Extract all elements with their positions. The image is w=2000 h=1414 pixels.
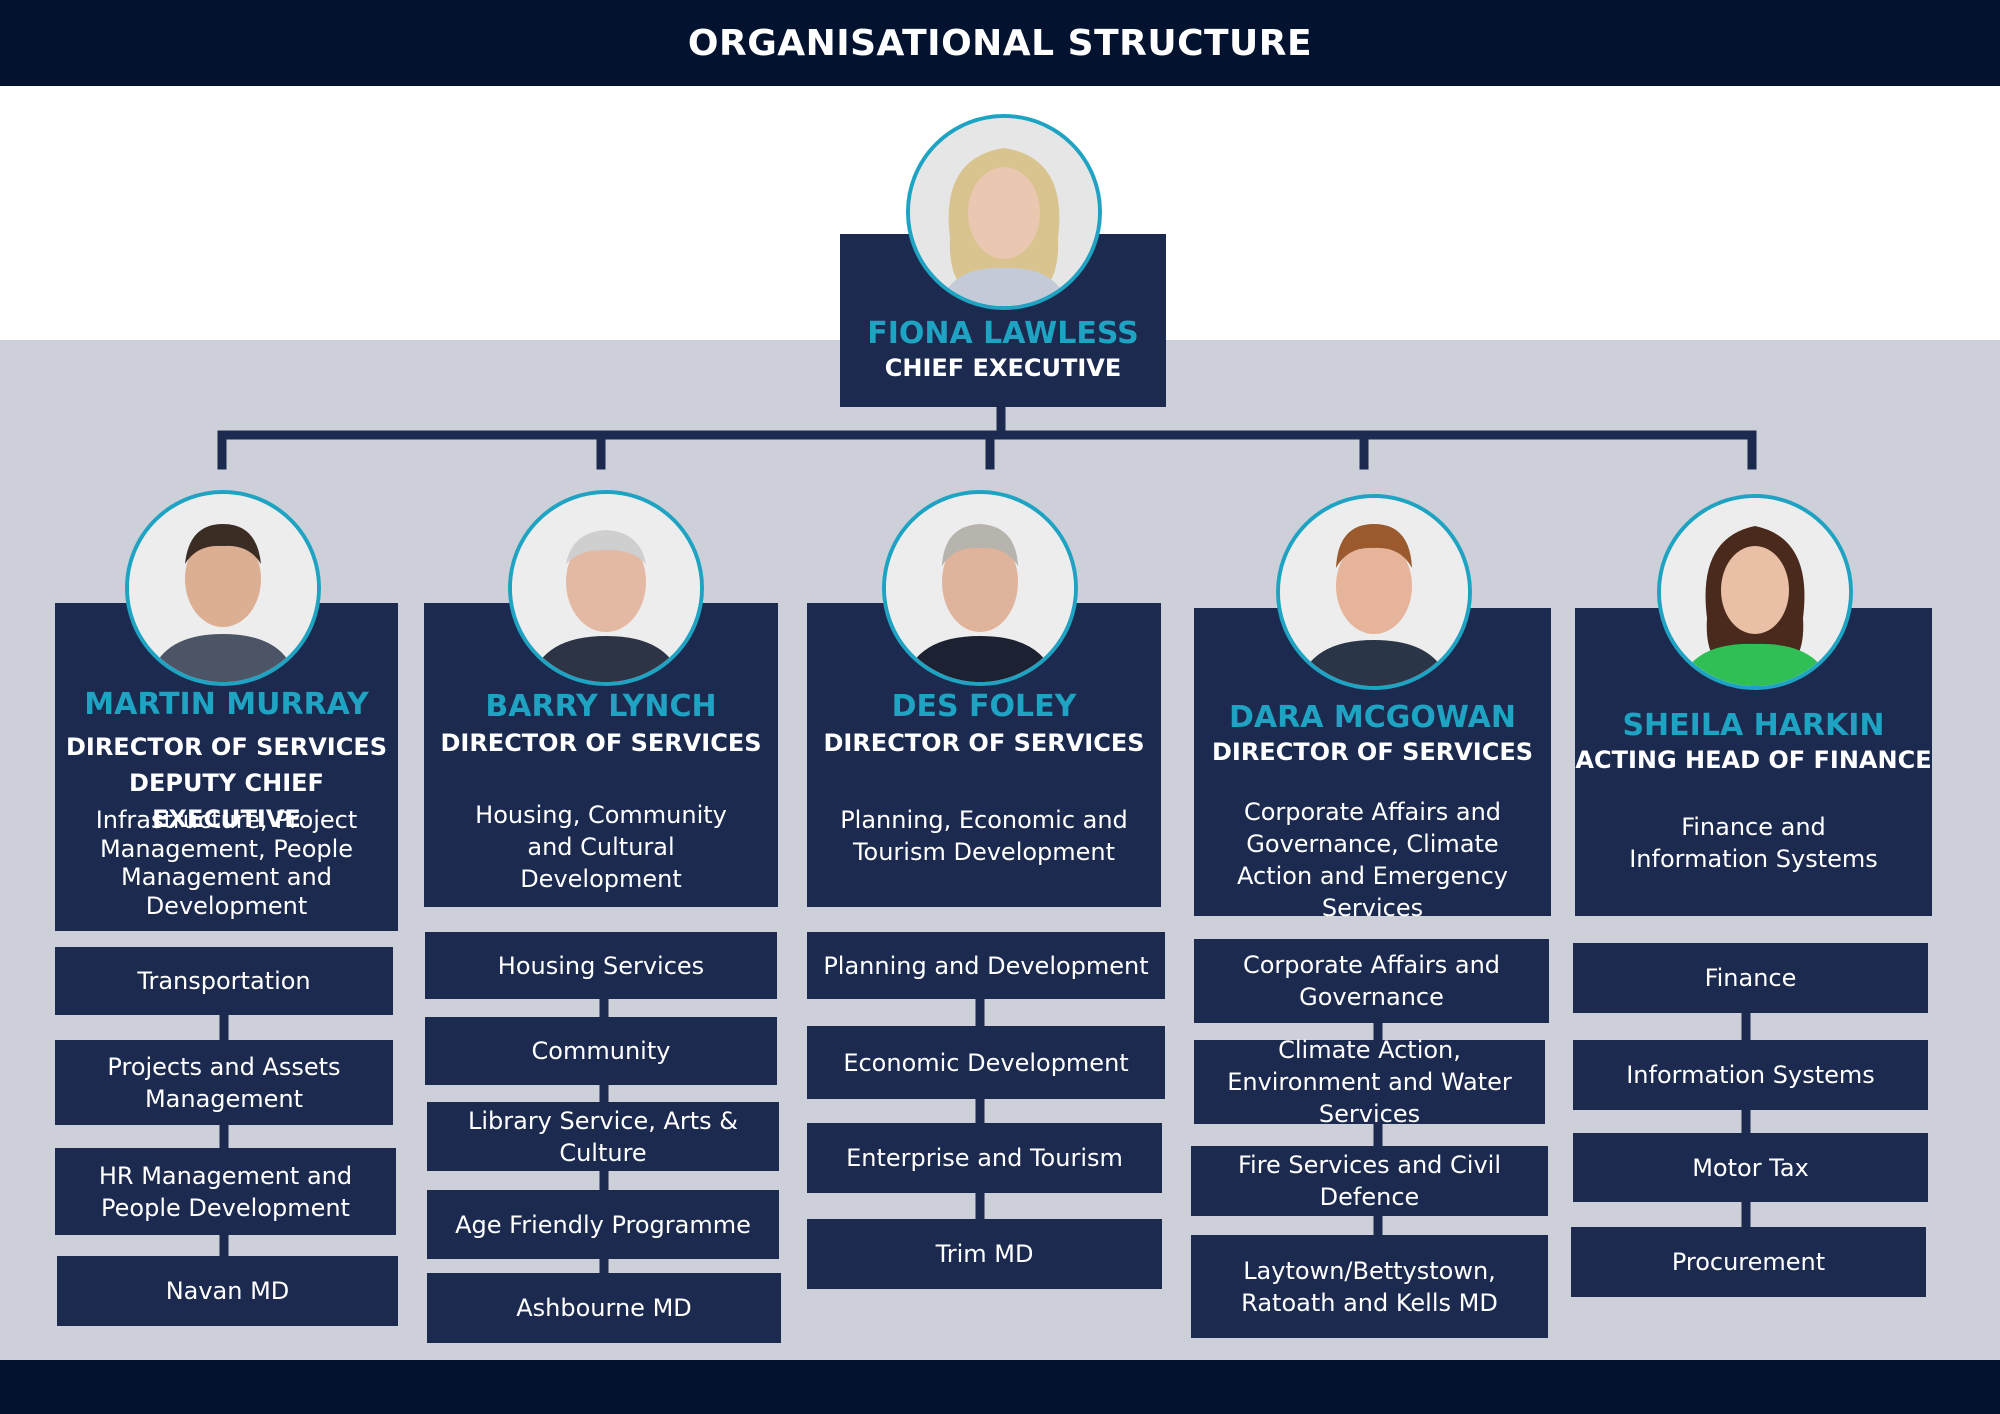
- unit-box: Library Service, Arts & Culture: [427, 1102, 779, 1171]
- unit-label: HR Management and People Development: [98, 1161, 353, 1222]
- director-portfolio: Finance and Information Systems: [1629, 813, 1878, 873]
- unit-box: Laytown/Bettystown, Ratoath and Kells MD: [1191, 1235, 1548, 1338]
- director-name: MARTIN MURRAY: [84, 687, 369, 722]
- portrait-icon: [1661, 498, 1849, 686]
- unit-label: Corporate Affairs and Governance: [1242, 951, 1501, 1011]
- unit-box: Climate Action, Environment and Water Se…: [1194, 1036, 1545, 1128]
- unit-box: Fire Services and Civil Defence: [1191, 1146, 1548, 1216]
- unit-box: Housing Services: [425, 932, 777, 999]
- director-photo: [1657, 494, 1853, 690]
- unit-label: Enterprise and Tourism: [846, 1144, 1123, 1172]
- director-portfolio: Housing, Community and Cultural Developm…: [475, 801, 727, 893]
- chief-photo: [906, 114, 1102, 310]
- unit-box: Finance: [1573, 943, 1928, 1013]
- unit-label: Housing Services: [497, 951, 705, 980]
- unit-box: HR Management and People Development: [55, 1148, 396, 1235]
- unit-label: Information Systems: [1626, 1061, 1875, 1089]
- unit-label: Finance: [1704, 964, 1797, 992]
- portrait-icon: [129, 494, 317, 682]
- footer-bar: [0, 1360, 2000, 1414]
- director-portfolio: Infrastructure, Project Management, Peop…: [95, 806, 358, 920]
- unit-label: Climate Action, Environment and Water Se…: [1227, 1036, 1512, 1128]
- director-role: DIRECTOR OF SERVICES: [440, 729, 762, 757]
- director-role: DIRECTOR OF SERVICES: [1211, 738, 1534, 766]
- portrait-icon: [886, 494, 1074, 682]
- unit-label: Navan MD: [165, 1277, 290, 1305]
- unit-box: Enterprise and Tourism: [807, 1123, 1162, 1193]
- chief-role: CHIEF EXECUTIVE: [884, 354, 1122, 382]
- chief-name: FIONA LAWLESS: [867, 316, 1139, 351]
- unit-box: Age Friendly Programme: [427, 1190, 779, 1259]
- director-portfolio: Planning, Economic and Tourism Developme…: [840, 806, 1128, 866]
- unit-label: Laytown/Bettystown, Ratoath and Kells MD: [1241, 1256, 1498, 1317]
- unit-box: Navan MD: [57, 1256, 398, 1326]
- unit-box: Planning and Development: [807, 932, 1165, 999]
- unit-box: Projects and Assets Management: [55, 1040, 393, 1125]
- unit-label: Projects and Assets Management: [107, 1052, 341, 1113]
- unit-label: Fire Services and Civil Defence: [1237, 1151, 1502, 1211]
- unit-label: Age Friendly Programme: [455, 1210, 751, 1239]
- unit-label: Planning and Development: [823, 951, 1149, 980]
- director-role-secondary: DEPUTY CHIEF EXECUTIVE: [129, 769, 324, 833]
- portrait-icon: [1280, 498, 1468, 686]
- portrait-icon: [910, 118, 1098, 306]
- director-role: DIRECTOR OF SERVICES: [65, 733, 388, 761]
- unit-box: Procurement: [1571, 1227, 1926, 1297]
- unit-box: Corporate Affairs and Governance: [1194, 939, 1549, 1023]
- unit-box: Economic Development: [807, 1026, 1165, 1099]
- director-photo: [125, 490, 321, 686]
- director-name: SHEILA HARKIN: [1622, 708, 1885, 743]
- header-bar: ORGANISATIONAL STRUCTURE: [0, 0, 2000, 86]
- unit-box: Trim MD: [807, 1219, 1162, 1289]
- unit-box: Motor Tax: [1573, 1133, 1928, 1202]
- unit-label: Transportation: [137, 967, 311, 995]
- unit-label: Ashbourne MD: [516, 1294, 692, 1322]
- director-role: DIRECTOR OF SERVICES: [823, 729, 1145, 757]
- portrait-icon: [512, 494, 700, 682]
- unit-box: Information Systems: [1573, 1040, 1928, 1110]
- director-portfolio: Corporate Affairs and Governance, Climat…: [1237, 798, 1508, 922]
- director-card-dara-mcgowan: DARA MCGOWAN DIRECTOR OF SERVICES Corpor…: [1194, 608, 1551, 922]
- unit-label: Community: [531, 1037, 671, 1065]
- director-photo: [882, 490, 1078, 686]
- director-name: DARA MCGOWAN: [1229, 700, 1516, 735]
- director-photo: [508, 490, 704, 686]
- unit-label: Procurement: [1671, 1248, 1826, 1276]
- director-role: ACTING HEAD OF FINANCE: [1575, 746, 1932, 774]
- director-photo: [1276, 494, 1472, 690]
- unit-box: Transportation: [55, 947, 393, 1015]
- director-name: BARRY LYNCH: [485, 689, 717, 724]
- unit-label: Library Service, Arts & Culture: [467, 1106, 739, 1167]
- unit-label: Trim MD: [935, 1240, 1034, 1268]
- page-title: ORGANISATIONAL STRUCTURE: [687, 23, 1313, 64]
- unit-box: Ashbourne MD: [427, 1273, 781, 1343]
- unit-box: Community: [425, 1017, 777, 1085]
- unit-label: Motor Tax: [1692, 1153, 1809, 1182]
- unit-label: Economic Development: [843, 1048, 1129, 1077]
- director-name: DES FOLEY: [891, 689, 1077, 724]
